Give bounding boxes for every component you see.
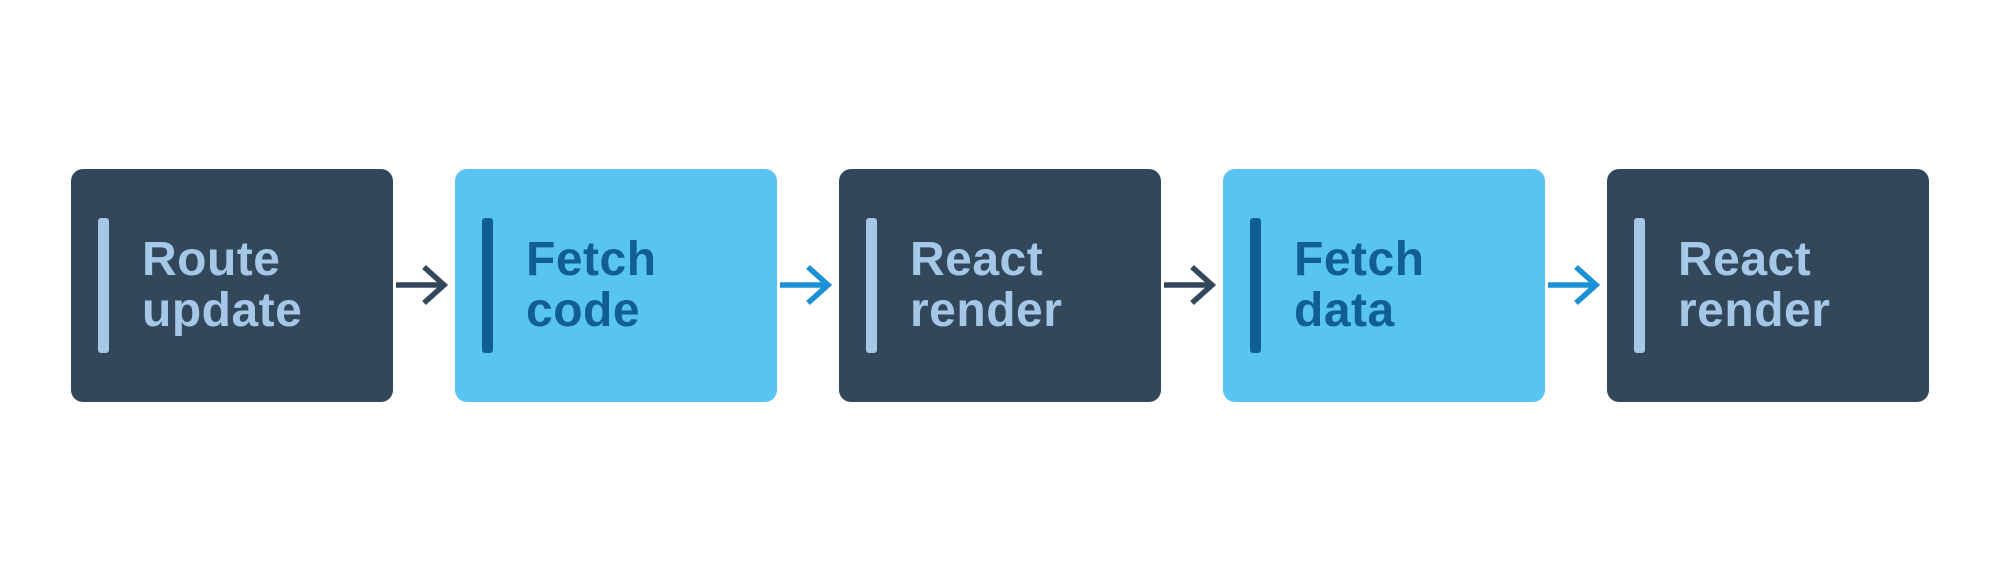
step-fetch-code: Fetch code xyxy=(455,168,777,402)
step-label: Fetch code xyxy=(526,233,657,337)
step-react-render-1: React render xyxy=(839,168,1161,402)
arrow-right-icon xyxy=(393,169,455,402)
arrow-right-icon xyxy=(1545,169,1607,402)
accent-bar xyxy=(1250,217,1261,353)
accent-bar xyxy=(98,217,109,353)
step-label: Route update xyxy=(142,233,303,337)
arrow-right-icon xyxy=(1161,169,1223,402)
step-react-render-2: React render xyxy=(1607,168,1929,402)
accent-bar xyxy=(866,217,877,353)
arrow-right-icon xyxy=(777,169,839,402)
step-label: React render xyxy=(910,233,1063,337)
step-label: Fetch data xyxy=(1294,233,1425,337)
accent-bar xyxy=(1634,217,1645,353)
step-route-update: Route update xyxy=(71,168,393,402)
accent-bar xyxy=(482,217,493,353)
step-label: React render xyxy=(1678,233,1831,337)
step-fetch-data: Fetch data xyxy=(1223,168,1545,402)
